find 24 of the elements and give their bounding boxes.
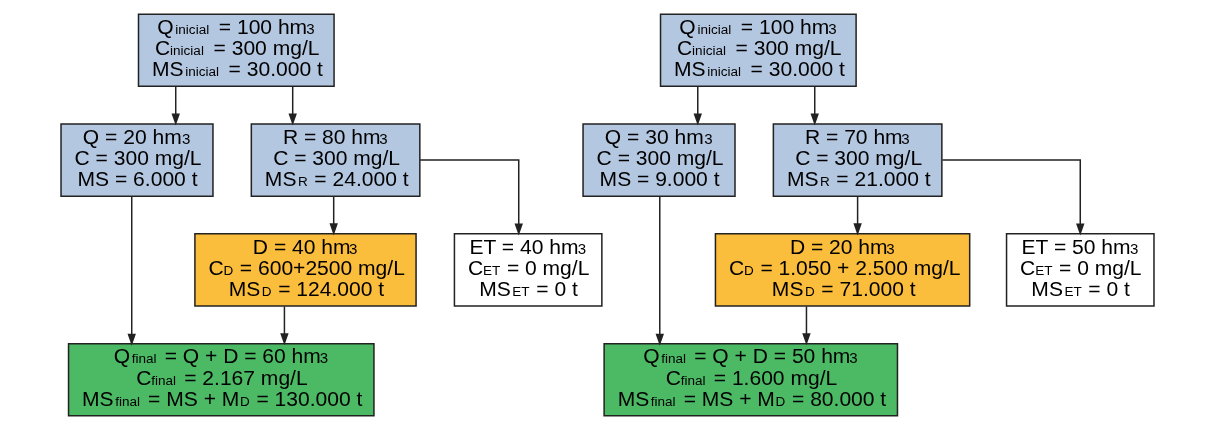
- node-box: Q = 30 hm3 C = 300 mg/L MS = 9.000 t: [582, 123, 736, 197]
- arrow: [280, 305, 289, 346]
- node-box: Q = 20 hm3 C = 300 mg/L MS = 6.000 t: [60, 123, 214, 197]
- arrow: [329, 195, 338, 236]
- node-box: R = 80 hm3 C = 300 mg/L MSR = 24.000 t: [250, 123, 421, 197]
- arrow: [693, 86, 702, 126]
- arrow: [810, 86, 819, 126]
- arrow: [655, 195, 664, 346]
- arrow: [171, 86, 180, 126]
- arrow: [853, 195, 862, 236]
- arrow: [288, 86, 297, 126]
- node-box: D = 20 hm3 CD = 1.050 + 2.500 mg/L MSD = 71.000 t: [714, 233, 971, 307]
- node-box: Qinicial = 100 hm3 Cinicial = 300 mg/L MSinicial = 30.000 t: [659, 13, 857, 88]
- arrow: [419, 159, 523, 236]
- node-box: Qfinal = Q + D = 50 hm3 Cfinal = 1.600 mg/L MSfinal = MS + MD = 80.000 t: [603, 342, 899, 417]
- node-box: ET = 40 hm3 CET = 0 mg/L MSET = 0 t: [453, 233, 603, 307]
- node-box: ET = 50 hm3 CET = 0 mg/L MSET = 0 t: [1005, 233, 1155, 307]
- arrow: [941, 159, 1085, 236]
- node-box: D = 40 hm3 CD = 600+2500 mg/L MSD = 124.000 t: [194, 233, 417, 307]
- arrow: [127, 195, 136, 346]
- node-box: Qfinal = Q + D = 60 hm3 Cfinal = 2.167 mg/L MSfinal = MS + MD = 130.000 t: [67, 342, 375, 417]
- node-box: Qinicial = 100 hm3 Cinicial = 300 mg/L MSinicial = 30.000 t: [137, 13, 335, 88]
- arrow: [802, 305, 811, 346]
- node-box: R = 70 hm3 C = 300 mg/L MSR = 21.000 t: [772, 123, 943, 197]
